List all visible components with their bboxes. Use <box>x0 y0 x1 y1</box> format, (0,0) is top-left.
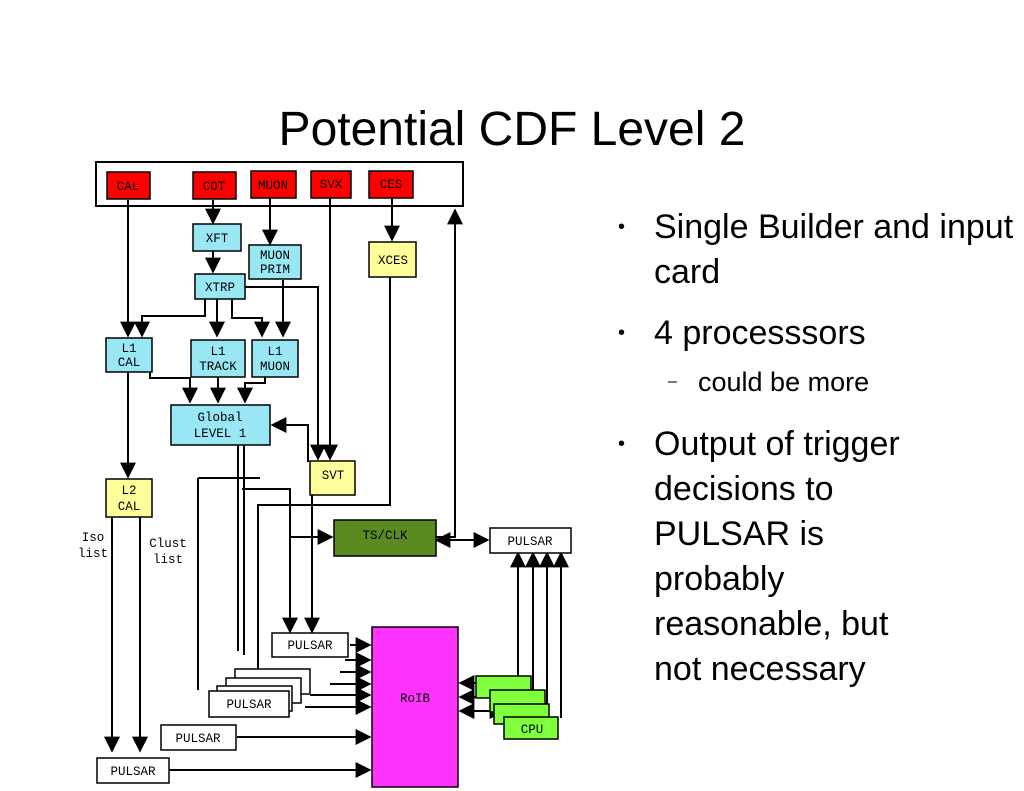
cot-label: COT <box>203 180 226 194</box>
pulsar-b-box <box>208 690 290 718</box>
muon-box <box>250 170 297 199</box>
pulsar-a-label: PULSAR <box>287 639 333 653</box>
l1-cal-label-1: L1 <box>121 342 136 356</box>
global-label-2: LEVEL 1 <box>194 427 247 441</box>
sub-bullet-1-text: could be more <box>698 367 870 397</box>
xft-box <box>192 223 242 252</box>
cal-label: CAL <box>117 180 140 194</box>
l1-muon-box <box>251 339 299 378</box>
pulsar-c-box <box>160 724 237 751</box>
global-label-1: Global <box>197 411 242 425</box>
muon-prim-box <box>248 244 302 280</box>
xces-label: XCES <box>378 254 408 268</box>
pulsar-right-label: PULSAR <box>507 535 553 549</box>
l1-muon-label-2: MUON <box>260 360 290 374</box>
cal-box <box>106 171 151 200</box>
l2-cal-box <box>105 478 153 518</box>
svx-box <box>310 170 352 199</box>
l2-cal-label-2: CAL <box>118 500 141 514</box>
sub-bullet-dash: – <box>668 373 677 390</box>
ces-box <box>368 170 414 199</box>
pulsar-c-label: PULSAR <box>175 732 221 746</box>
svt-label: SVT <box>322 469 345 483</box>
muon-prim-label-1: MUON <box>260 249 290 263</box>
svx-label: SVX <box>320 178 343 192</box>
xces-box <box>368 241 417 278</box>
bullet-2-text: 4 processsors <box>654 314 866 352</box>
roib-label: RoIB <box>400 692 431 706</box>
bullet-2: • 4 processsors <box>618 311 1018 356</box>
pulsar-d-box <box>96 757 170 784</box>
roib-box <box>371 626 459 788</box>
l1-track-label-1: L1 <box>210 345 225 359</box>
iso-list-label-1: Iso <box>82 531 105 545</box>
bullet-3-text: Output of trigger decisions to PULSAR is… <box>654 425 900 688</box>
pulsar-b-label: PULSAR <box>226 698 272 712</box>
cot-box <box>192 171 237 200</box>
xtrp-box <box>194 273 246 300</box>
ts-clk-box <box>333 519 437 557</box>
clust-list-label-1: Clust <box>149 537 187 551</box>
bullet-3: • Output of trigger decisions to PULSAR … <box>618 422 944 692</box>
l1-track-label-2: TRACK <box>199 360 237 374</box>
muon-prim-label-2: PRIM <box>260 263 290 277</box>
slide-title: Potential CDF Level 2 <box>278 103 746 156</box>
clust-list-label-2: list <box>153 553 183 567</box>
iso-list-label-2: list <box>78 547 108 561</box>
bullet-dot: • <box>618 322 626 344</box>
l1-muon-label-1: L1 <box>267 345 282 359</box>
cpu-label: CPU <box>521 723 544 737</box>
l1-cal-label-2: CAL <box>118 356 141 370</box>
bullet-1-text: Single Builder and input card <box>654 208 1014 291</box>
pulsar-d-label: PULSAR <box>110 765 156 779</box>
cpu-box <box>503 716 559 740</box>
l1-track-box <box>190 339 246 378</box>
sub-bullet-1: – could be more <box>618 364 1018 400</box>
muon-label: MUON <box>258 179 288 193</box>
global-level1-box <box>170 404 271 446</box>
l2-cal-label-1: L2 <box>121 484 136 498</box>
bullet-1: • Single Builder and input card <box>618 205 1018 295</box>
bullet-dot: • <box>618 216 626 238</box>
bullet-dot: • <box>618 433 626 455</box>
l1-cal-box <box>105 337 153 373</box>
ces-label: CES <box>380 178 403 192</box>
svt-box <box>309 460 356 496</box>
xft-label: XFT <box>206 232 229 246</box>
pulsar-a-box <box>271 632 349 658</box>
bullet-list: • Single Builder and input card • 4 proc… <box>618 205 1018 708</box>
xtrp-label: XTRP <box>205 281 235 295</box>
pulsar-right-box <box>489 527 572 554</box>
ts-clk-label: TS/CLK <box>362 529 408 543</box>
